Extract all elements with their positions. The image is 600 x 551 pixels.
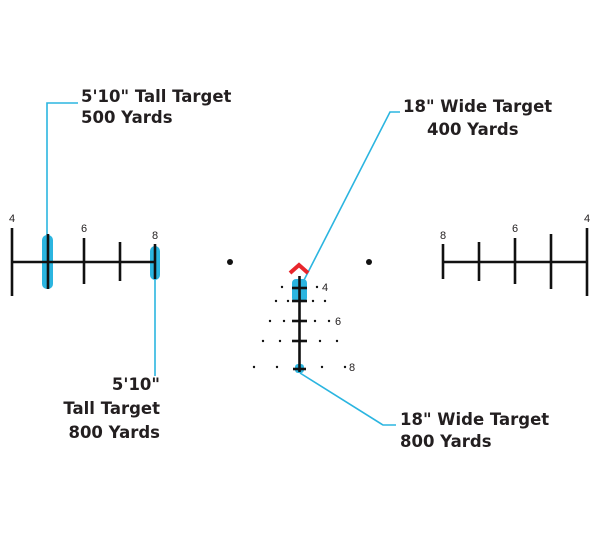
- reference-dot-right: [366, 259, 372, 265]
- chevron-icon: [288, 262, 310, 275]
- callout-top-right-line1: 18" Wide Target: [403, 97, 552, 116]
- callout-top-left-line2: 500 Yards: [81, 108, 173, 127]
- callout-bottom-right-line2: 800 Yards: [400, 432, 492, 451]
- right-stadia-scale: 8 6 4: [440, 213, 590, 296]
- scale-label: 8: [349, 362, 355, 374]
- scale-label: 8: [440, 230, 446, 242]
- callout-top-left-line1: 5'10" Tall Target: [81, 87, 232, 106]
- scale-label: 4: [322, 282, 328, 294]
- scale-label: 4: [584, 213, 590, 225]
- scale-label: 4: [9, 213, 15, 225]
- callout-line-bottom-right: [299, 372, 396, 426]
- callout-bottom-right-line1: 18" Wide Target: [400, 410, 549, 429]
- scale-label: 6: [512, 223, 518, 235]
- center-bdc-reticle: 4 6 8: [252, 262, 355, 374]
- callout-top-right-line2: 400 Yards: [427, 120, 519, 139]
- left-stadia-scale: 4 6 8: [9, 213, 160, 296]
- callout-bottom-left-line3: 800 Yards: [68, 423, 160, 442]
- callout-line-top-right: [301, 111, 400, 285]
- callout-line-top-left: [46, 102, 78, 236]
- scale-label: 6: [81, 223, 87, 235]
- scale-label: 6: [335, 316, 341, 328]
- reference-dot-left: [227, 259, 233, 265]
- callout-bottom-left-line2: Tall Target: [63, 399, 160, 418]
- callout-bottom-left-line1: 5'10": [112, 375, 160, 394]
- scale-label: 8: [152, 230, 158, 242]
